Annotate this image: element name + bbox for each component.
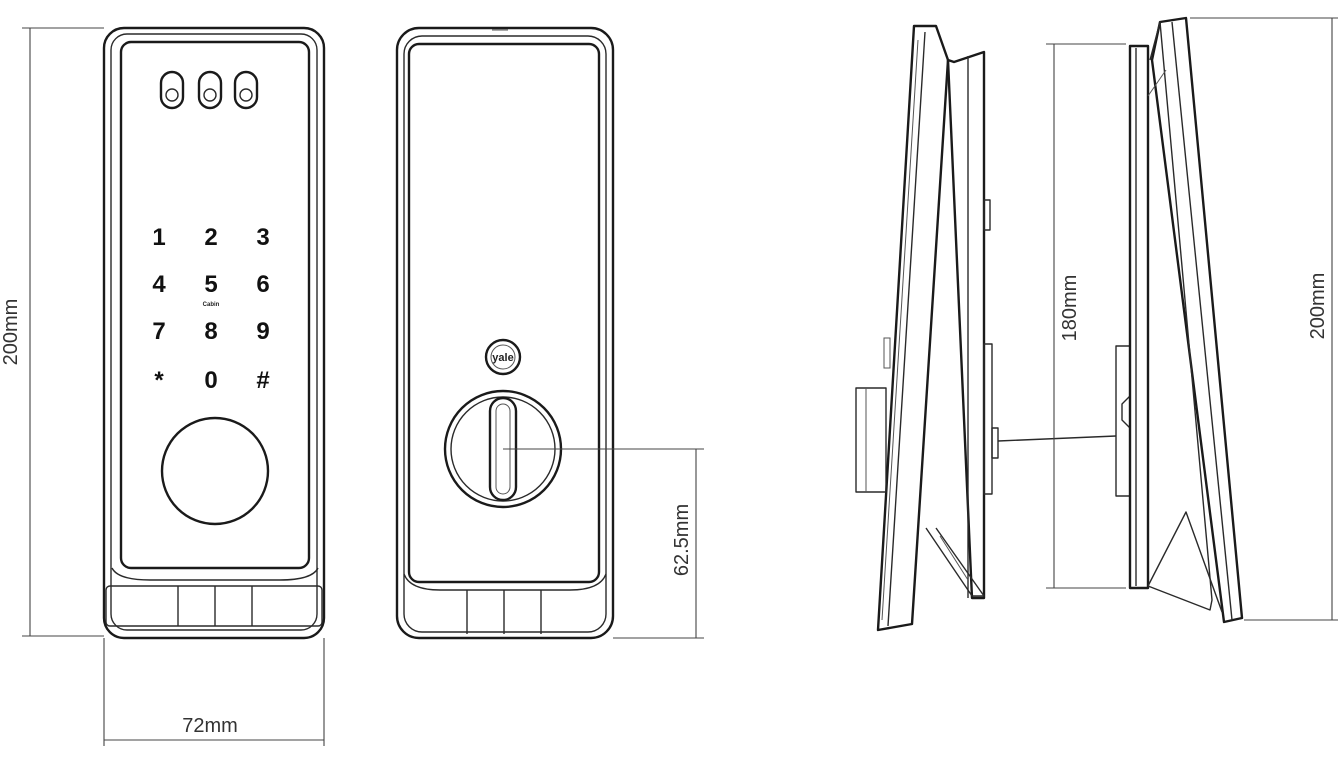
keypad-key-4[interactable]: 4 bbox=[152, 271, 166, 298]
front-bottom-cover bbox=[105, 585, 323, 627]
front-inner-rim bbox=[110, 33, 318, 631]
dim-front-height-label: 200mm bbox=[0, 299, 22, 366]
keypad-key-5[interactable]: 5 bbox=[204, 271, 217, 298]
brand-logo-icon bbox=[484, 338, 522, 376]
front-outer-body bbox=[102, 26, 326, 640]
brand-logo-ring bbox=[490, 344, 516, 370]
sensor-window-icon bbox=[159, 70, 185, 110]
dimension-lines: 200mm 72mm 62.5mm 180mm 200mm bbox=[0, 17, 1338, 746]
dim-width-label: 72mm bbox=[182, 715, 238, 737]
side-exterior-edge bbox=[887, 31, 926, 627]
front-view: 1 2 3 4 5 6 Cabin 7 8 9 * 0 # bbox=[102, 26, 326, 640]
keypad-key-3[interactable]: 3 bbox=[256, 224, 269, 251]
side-interior-bracket bbox=[1115, 345, 1131, 497]
side-interior-edge bbox=[1171, 21, 1233, 621]
keypad-key-2[interactable]: 2 bbox=[204, 224, 217, 251]
keypad-key-star[interactable]: * bbox=[154, 367, 164, 394]
sensor-lens-icon bbox=[203, 88, 217, 102]
side-left-spindle-collar bbox=[991, 427, 999, 459]
front-face-panel bbox=[119, 40, 311, 570]
keypad-key-1[interactable]: 1 bbox=[152, 224, 165, 251]
back-face-panel bbox=[407, 42, 601, 584]
side-interior-wedge bbox=[1147, 511, 1223, 613]
side-left-mount bbox=[983, 343, 993, 495]
back-panel-lip bbox=[403, 573, 607, 591]
keypad-key-8[interactable]: 8 bbox=[204, 318, 217, 345]
side-exterior-panel bbox=[876, 24, 950, 632]
side-exterior-plate bbox=[946, 50, 986, 600]
back-inner-rim bbox=[403, 35, 607, 633]
brand-logo-text: yale bbox=[492, 352, 513, 364]
side-exterior-wedge-edge bbox=[939, 535, 969, 581]
side-left-tab bbox=[983, 199, 991, 231]
dim-side-inner-height-label: 180mm bbox=[1059, 275, 1081, 342]
keypad-key-sublabel: Cabin bbox=[203, 302, 220, 308]
side-exterior-edge bbox=[881, 39, 919, 621]
side-interior-inner bbox=[1147, 21, 1213, 611]
dim-spindle-offset-label: 62.5mm bbox=[671, 504, 693, 576]
side-exterior-block bbox=[855, 387, 887, 493]
side-exterior-wedge bbox=[925, 527, 985, 597]
keypad-key-0[interactable]: 0 bbox=[204, 367, 217, 394]
side-spindle bbox=[997, 435, 1117, 442]
sensor-window-icon bbox=[233, 70, 259, 110]
back-outer-body bbox=[395, 26, 615, 640]
front-panel-lip bbox=[111, 567, 319, 581]
side-interior-top-edge bbox=[1147, 69, 1167, 97]
back-view: yale bbox=[395, 26, 615, 640]
sensor-lens-icon bbox=[165, 88, 179, 102]
dim-side-outer-height-label: 200mm bbox=[1307, 273, 1329, 340]
side-exterior-tab bbox=[883, 337, 891, 369]
side-view bbox=[855, 16, 1244, 632]
sensor-lens-icon bbox=[239, 88, 253, 102]
keypad: 1 2 3 4 5 6 Cabin 7 8 9 * 0 # bbox=[152, 224, 269, 394]
keypad-key-hash[interactable]: # bbox=[256, 367, 269, 394]
keypad-key-7[interactable]: 7 bbox=[152, 318, 165, 345]
sensor-window-icon bbox=[197, 70, 223, 110]
fingerprint-reader-icon[interactable] bbox=[160, 416, 270, 526]
side-interior-panel bbox=[1150, 16, 1244, 624]
keypad-key-9[interactable]: 9 bbox=[256, 318, 269, 345]
side-interior-plate bbox=[1128, 44, 1150, 590]
sensor-windows bbox=[159, 70, 259, 110]
keypad-key-6[interactable]: 6 bbox=[256, 271, 269, 298]
